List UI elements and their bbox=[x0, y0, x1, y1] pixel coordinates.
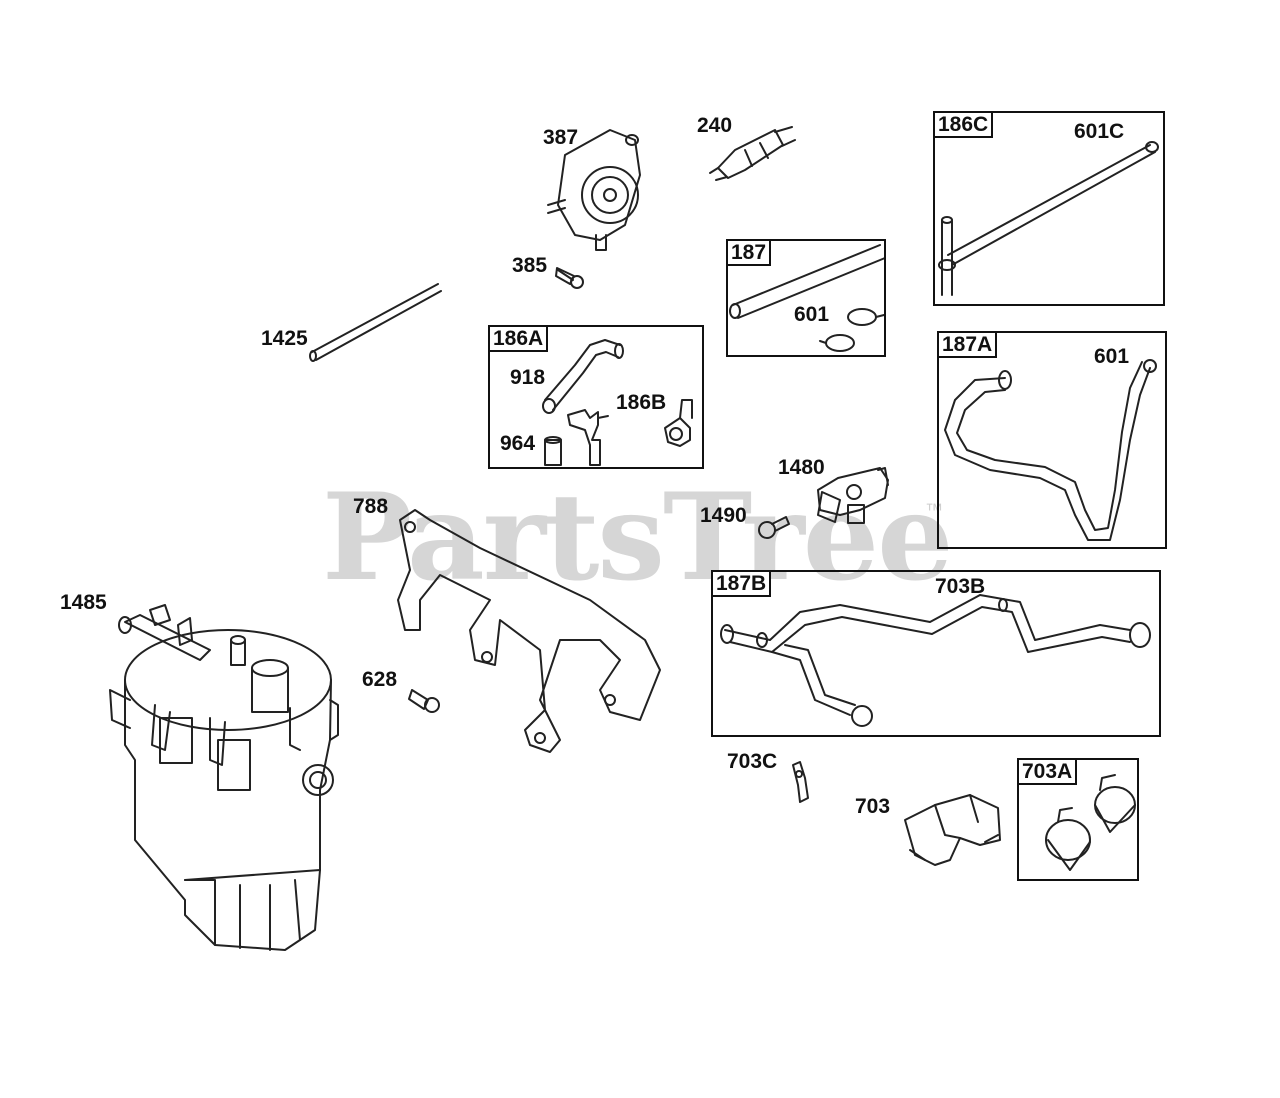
tube-1425[interactable] bbox=[309, 283, 442, 362]
box-tag-187A: 187A bbox=[937, 331, 998, 358]
screw-385[interactable] bbox=[555, 267, 584, 289]
label-1425: 1425 bbox=[261, 327, 308, 350]
screw-628[interactable] bbox=[408, 689, 440, 713]
box-tag-186A: 186A bbox=[488, 325, 549, 352]
label-1480: 1480 bbox=[778, 456, 825, 479]
box-186C: 186C bbox=[933, 111, 1165, 306]
box-186A: 186A bbox=[488, 325, 704, 469]
label-703: 703 bbox=[855, 795, 891, 818]
label-628: 628 bbox=[362, 668, 398, 691]
fitting-186A[interactable] bbox=[567, 409, 609, 466]
label-1490: 1490 bbox=[700, 504, 747, 527]
fuel-pump-387[interactable] bbox=[547, 129, 641, 251]
fuel-filter-240[interactable] bbox=[709, 126, 796, 181]
label-601C: 601C bbox=[1074, 120, 1125, 143]
fuel-module-1485[interactable] bbox=[109, 604, 339, 951]
fitting-186B[interactable] bbox=[664, 399, 693, 447]
bracket-788[interactable] bbox=[397, 509, 661, 753]
label-703B: 703B bbox=[935, 575, 986, 598]
label-703C: 703C bbox=[727, 750, 778, 773]
clip-703C[interactable] bbox=[792, 761, 809, 803]
hose-918[interactable] bbox=[542, 339, 624, 414]
label-1485: 1485 bbox=[60, 591, 107, 614]
label-788: 788 bbox=[353, 495, 389, 518]
clamp-601-b[interactable] bbox=[819, 334, 855, 352]
box-187: 187 bbox=[726, 239, 886, 357]
clamp-703A-a[interactable] bbox=[1045, 807, 1091, 871]
box-187A: 187A bbox=[937, 331, 1167, 549]
label-385: 385 bbox=[512, 254, 548, 277]
box-tag-187: 187 bbox=[726, 239, 772, 266]
hose-187B[interactable] bbox=[720, 594, 1151, 727]
box-tag-186C: 186C bbox=[933, 111, 994, 138]
box-tag-703A: 703A bbox=[1017, 758, 1078, 785]
label-601-box-187: 601 bbox=[794, 303, 830, 326]
label-918: 918 bbox=[510, 366, 546, 389]
box-tag-187B: 187B bbox=[711, 570, 772, 597]
clip-703[interactable] bbox=[904, 794, 1001, 866]
tube-186C[interactable] bbox=[938, 141, 1159, 296]
label-601-box-187A: 601 bbox=[1094, 345, 1130, 368]
screw-1490[interactable] bbox=[758, 516, 790, 539]
valve-1480[interactable] bbox=[817, 467, 889, 524]
clamp-601-a[interactable] bbox=[847, 308, 885, 326]
label-387: 387 bbox=[543, 126, 579, 149]
clamp-703A-b[interactable] bbox=[1094, 774, 1136, 833]
box-703A: 703A bbox=[1017, 758, 1139, 881]
hose-187A[interactable] bbox=[944, 359, 1157, 541]
label-186B: 186B bbox=[616, 391, 667, 414]
sleeve-964[interactable] bbox=[544, 436, 562, 466]
box-187B: 187B bbox=[711, 570, 1161, 737]
label-240: 240 bbox=[697, 114, 733, 137]
hose-187[interactable] bbox=[729, 244, 886, 319]
label-964: 964 bbox=[500, 432, 536, 455]
